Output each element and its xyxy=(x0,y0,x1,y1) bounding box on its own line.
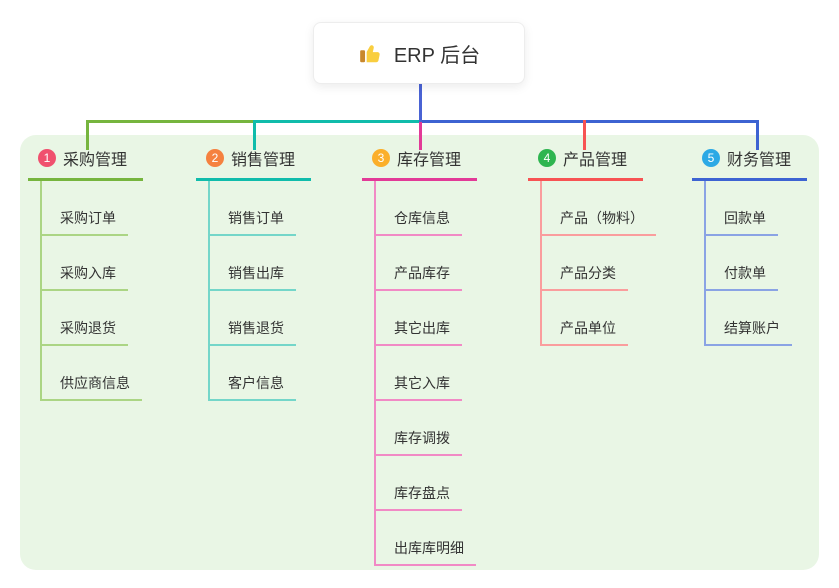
connector-drop xyxy=(756,120,759,150)
child-label: 结算账户 xyxy=(706,318,792,346)
child-node[interactable]: 供应商信息 xyxy=(42,346,143,401)
branch-title-node[interactable]: 3 库存管理 xyxy=(362,146,477,181)
branch-label: 采购管理 xyxy=(63,152,128,169)
connector-horizontal-segment xyxy=(86,120,255,123)
branch-title-node[interactable]: 5 财务管理 xyxy=(692,146,807,181)
branch-children: 销售订单销售出库销售退货客户信息 xyxy=(208,181,311,401)
child-node[interactable]: 产品分类 xyxy=(542,236,643,291)
branch-1: 1 采购管理采购订单采购入库采购退货供应商信息 xyxy=(28,146,143,401)
child-node[interactable]: 库存调拨 xyxy=(376,401,477,456)
child-label: 销售订单 xyxy=(210,208,296,236)
branch-label: 财务管理 xyxy=(727,152,792,169)
child-node[interactable]: 采购订单 xyxy=(42,181,143,236)
child-label: 采购退货 xyxy=(42,318,128,346)
child-label: 销售出库 xyxy=(210,263,296,291)
branch-label: 销售管理 xyxy=(231,152,296,169)
branch-title-node[interactable]: 4 产品管理 xyxy=(528,146,643,181)
root-title: ERP 后台 xyxy=(393,44,481,67)
child-node[interactable]: 付款单 xyxy=(706,236,807,291)
branch-label: 产品管理 xyxy=(563,152,628,169)
child-label: 库存盘点 xyxy=(376,483,462,511)
mindmap-canvas xyxy=(20,135,819,570)
child-label: 回款单 xyxy=(706,208,778,236)
branch-4: 4 产品管理产品（物料） 产品分类产品单位 xyxy=(528,146,656,346)
connector-root-line xyxy=(419,82,422,122)
connector-horizontal-segment xyxy=(253,120,420,123)
child-node[interactable]: 销售退货 xyxy=(210,291,311,346)
child-node[interactable]: 产品（物料） xyxy=(542,181,656,236)
branch-children: 产品（物料） 产品分类产品单位 xyxy=(540,181,656,346)
branch-title-node[interactable]: 2 销售管理 xyxy=(196,146,311,181)
branch-label: 库存管理 xyxy=(397,152,462,169)
child-label: 采购订单 xyxy=(42,208,128,236)
child-label: 其它入库 xyxy=(376,373,462,401)
child-node[interactable]: 结算账户 xyxy=(706,291,807,346)
child-node[interactable]: 采购退货 xyxy=(42,291,143,346)
child-node[interactable]: 客户信息 xyxy=(210,346,311,401)
child-label: 供应商信息 xyxy=(42,373,142,401)
child-node[interactable]: 销售出库 xyxy=(210,236,311,291)
branch-3: 3 库存管理仓库信息产品库存其它出库其它入库库存调拨库存盘点出库库明细 xyxy=(362,146,477,566)
branch-title-node[interactable]: 1 采购管理 xyxy=(28,146,143,181)
child-node[interactable]: 回款单 xyxy=(706,181,807,236)
child-label: 库存调拨 xyxy=(376,428,462,456)
child-node[interactable]: 库存盘点 xyxy=(376,456,477,511)
child-label: 产品分类 xyxy=(542,263,628,291)
child-label: 产品库存 xyxy=(376,263,462,291)
branch-2: 2 销售管理销售订单销售出库销售退货客户信息 xyxy=(196,146,311,401)
child-label: 采购入库 xyxy=(42,263,128,291)
branch-children: 仓库信息产品库存其它出库其它入库库存调拨库存盘点出库库明细 xyxy=(374,181,477,566)
child-label: 付款单 xyxy=(706,263,778,291)
child-label: 产品（物料） xyxy=(542,208,656,236)
child-node[interactable]: 产品单位 xyxy=(542,291,643,346)
child-label: 仓库信息 xyxy=(376,208,462,236)
child-label: 客户信息 xyxy=(210,373,296,401)
branch-number-badge: 3 xyxy=(372,149,390,167)
child-node[interactable]: 出库库明细 xyxy=(376,511,477,566)
branch-children: 回款单付款单结算账户 xyxy=(704,181,807,346)
child-node[interactable]: 销售订单 xyxy=(210,181,311,236)
child-node[interactable]: 其它出库 xyxy=(376,291,477,346)
child-node[interactable]: 其它入库 xyxy=(376,346,477,401)
child-label: 产品单位 xyxy=(542,318,628,346)
connector-drop xyxy=(253,120,256,150)
child-label: 其它出库 xyxy=(376,318,462,346)
branch-number-badge: 4 xyxy=(538,149,556,167)
connector-drop xyxy=(419,120,422,150)
root-node[interactable]: ERP 后台 xyxy=(313,22,525,84)
branch-number-badge: 2 xyxy=(206,149,224,167)
connector-horizontal-segment xyxy=(419,120,759,123)
branch-children: 采购订单采购入库采购退货供应商信息 xyxy=(40,181,143,401)
child-node[interactable]: 产品库存 xyxy=(376,236,477,291)
thumbs-up-icon xyxy=(359,45,380,63)
child-label: 出库库明细 xyxy=(376,538,476,566)
child-node[interactable]: 仓库信息 xyxy=(376,181,477,236)
connector-drop xyxy=(86,120,89,150)
branch-number-badge: 1 xyxy=(38,149,56,167)
child-node[interactable]: 采购入库 xyxy=(42,236,143,291)
child-label: 销售退货 xyxy=(210,318,296,346)
connector-drop xyxy=(583,120,586,150)
branch-number-badge: 5 xyxy=(702,149,720,167)
branch-5: 5 财务管理回款单付款单结算账户 xyxy=(692,146,807,346)
